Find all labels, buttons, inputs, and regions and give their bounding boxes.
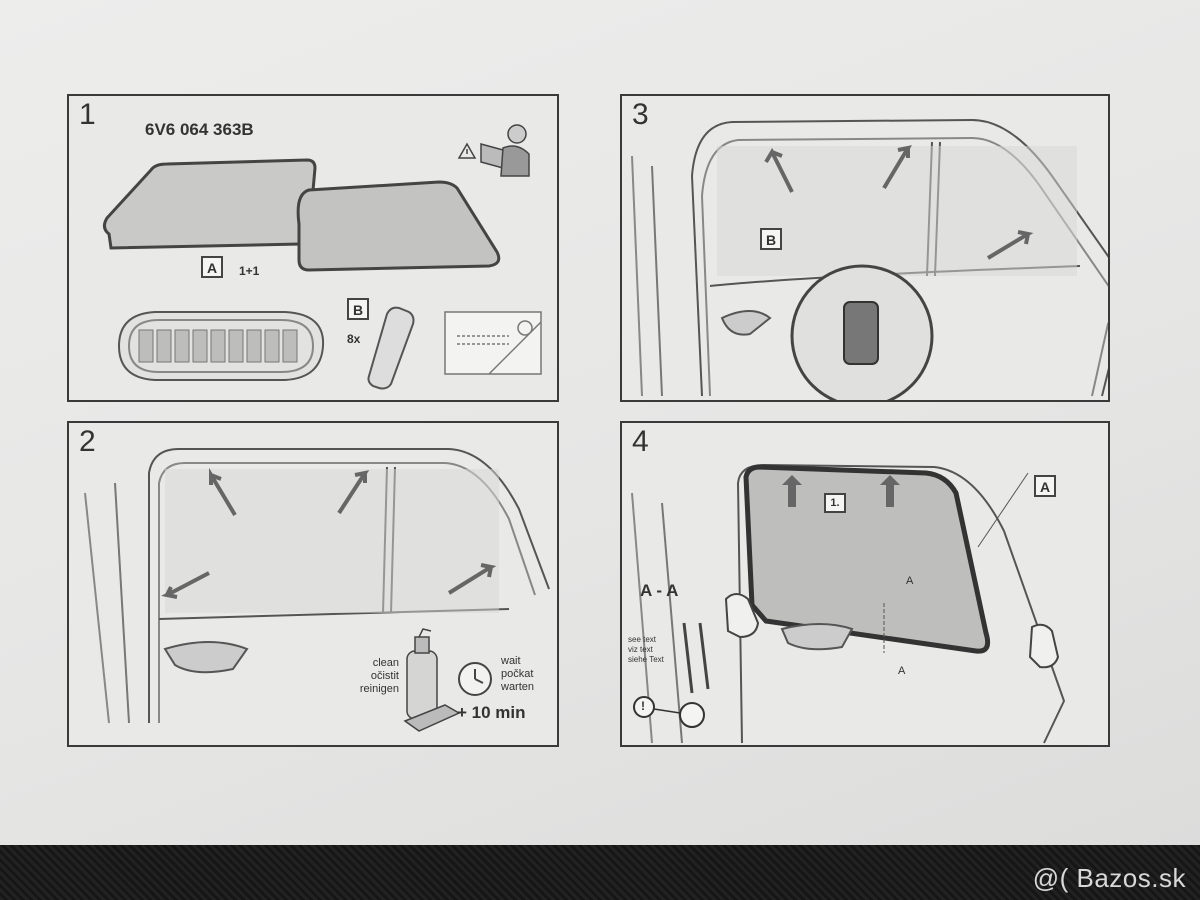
installed-sunshade xyxy=(743,464,991,654)
step-number: 2 xyxy=(79,425,96,458)
panel-step-2: 2 xyxy=(67,421,559,747)
read-manual-icon xyxy=(457,124,530,177)
wait-text: wait počkat warten xyxy=(501,655,534,694)
step-sub-label: 1. xyxy=(824,493,846,513)
section-title: A - A xyxy=(640,581,679,600)
zoom-detail xyxy=(679,702,705,728)
arrow-icon xyxy=(161,467,497,599)
sunshade-a-right xyxy=(296,180,501,272)
clock-icon xyxy=(458,662,492,696)
step-number: 4 xyxy=(632,425,649,458)
section-mark-bottom: A xyxy=(898,665,906,677)
door-handle xyxy=(720,310,772,336)
sunshade-a-left xyxy=(102,158,317,250)
clips-row xyxy=(138,329,298,363)
manual-page: 1 6V6 064 363B xyxy=(0,0,1200,860)
see-text-de: siehe Text xyxy=(628,655,664,664)
right-hand xyxy=(1028,623,1060,669)
panel-step-3: 3 B xyxy=(620,94,1110,402)
cleaning-cloth xyxy=(367,306,415,390)
arrow-icon xyxy=(764,145,1034,260)
clean-window-illustration xyxy=(84,448,550,732)
see-text-en: see text xyxy=(628,635,657,644)
step-number: 1 xyxy=(79,98,96,131)
section-profile xyxy=(682,622,710,694)
label-a: A xyxy=(201,256,223,278)
cleaner-bottle-icon xyxy=(403,628,461,732)
push-up-arrow-icon xyxy=(782,475,900,507)
part-number: 6V6 064 363B xyxy=(145,120,254,139)
step-number: 3 xyxy=(632,98,649,131)
label-a: A xyxy=(1034,475,1056,497)
panel-step-4: 4 A 1. xyxy=(620,421,1110,747)
clean-cs: očistit xyxy=(370,670,399,682)
left-hand xyxy=(724,593,760,639)
instruction-envelope xyxy=(444,311,542,375)
see-text-note: see text viz text siehe Text xyxy=(628,635,664,665)
quantity-b: 8x xyxy=(347,332,361,346)
install-clips-illustration xyxy=(631,118,1108,400)
wait-de: warten xyxy=(501,681,535,693)
kit-contents-illustration xyxy=(102,124,542,390)
watermark: @( Bazos.sk xyxy=(1032,863,1186,893)
clean-text: clean očistit reinigen xyxy=(351,657,399,696)
door-frame xyxy=(690,118,1108,397)
wait-en: wait xyxy=(501,655,521,667)
see-text-cs: viz text xyxy=(628,645,653,654)
mount-shade-illustration xyxy=(631,463,1066,744)
warning-icon xyxy=(633,696,655,718)
section-mark-top: A xyxy=(906,575,914,587)
background-carpet xyxy=(0,845,1200,900)
door-frame xyxy=(148,448,550,723)
label-b: B xyxy=(347,298,369,320)
clean-de: reinigen xyxy=(359,683,399,695)
clip-detail xyxy=(843,301,879,365)
wait-cs: počkat xyxy=(501,668,534,680)
warning-mark: ! xyxy=(641,699,645,713)
quantity-a: 1+1 xyxy=(239,264,260,278)
label-b: B xyxy=(760,228,782,250)
door-handle xyxy=(780,623,854,651)
clean-en: clean xyxy=(372,657,399,669)
door-frame xyxy=(736,463,1066,744)
panel-step-1: 1 6V6 064 363B xyxy=(67,94,559,402)
door-handle xyxy=(163,641,249,674)
wait-duration: + 10 min xyxy=(457,703,526,722)
